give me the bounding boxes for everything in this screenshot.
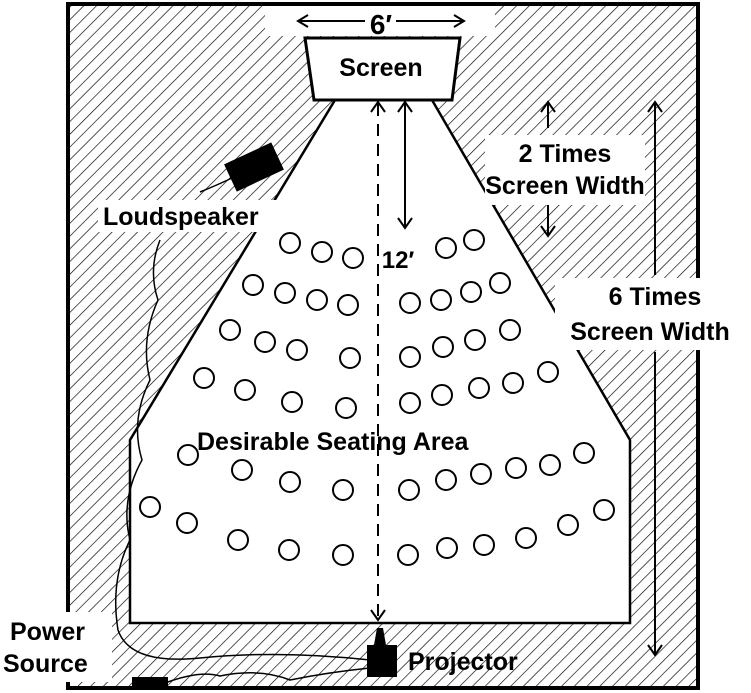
loudspeaker-label: Loudspeaker [103,203,259,231]
seat [332,544,354,566]
seat [231,459,253,481]
seat [242,274,264,296]
seating-area-label: Desirable Seating Area [197,428,470,456]
seat [470,463,492,485]
seat [435,237,457,259]
two-times-label-line2: Screen Width [485,172,645,200]
seat [468,377,490,399]
seat [278,539,300,561]
seat [399,392,421,414]
seat [335,397,357,419]
seat [463,229,485,251]
seat [234,379,256,401]
seat [227,529,249,551]
seat [193,367,215,389]
seat [430,289,452,311]
seat [399,346,421,368]
seat [306,289,328,311]
seat [489,272,511,294]
speaker-cable [114,239,371,661]
seat [337,294,359,316]
seat [254,331,276,353]
projector-icon [367,628,397,677]
screen-label: Screen [339,54,422,82]
seat [499,319,521,341]
seat [139,496,161,518]
six-times-label-line2: Screen Width [570,318,730,346]
seats [139,229,615,566]
seat [332,479,354,501]
screen [303,36,462,102]
seat [279,471,301,493]
seat [502,372,524,394]
seat [311,241,333,263]
seat [219,319,241,341]
seat [398,479,420,501]
seat [537,361,559,383]
seat [399,292,421,314]
seat [539,454,561,476]
six-times-label-line1: 6 Times [609,283,702,311]
projector-label: Projector [408,648,518,676]
seat [279,232,301,254]
seat [435,469,457,491]
screen-width-label: 6′ [370,9,393,40]
loudspeaker-icon [199,142,284,193]
seat [432,336,454,358]
distance-label: 12′ [382,247,415,274]
seat [176,512,198,534]
seat [286,339,308,361]
seat [342,247,364,269]
power-source-label-line1: Power [10,618,85,646]
seat [464,329,486,351]
seat [473,534,495,556]
seat [557,514,579,536]
seat [281,391,303,413]
seat [431,384,453,406]
seat [505,457,527,479]
seat [274,282,296,304]
seat [397,544,419,566]
seat [515,527,537,549]
power-cable [164,667,371,684]
seat [593,499,615,521]
seat [177,444,199,466]
power-outlet-icon [132,677,168,689]
two-times-label-line1: 2 Times [519,140,612,168]
seat [460,281,482,303]
seat [573,442,595,464]
seat [339,347,361,369]
power-source-label-line2: Source [3,650,88,678]
seat [436,537,458,559]
